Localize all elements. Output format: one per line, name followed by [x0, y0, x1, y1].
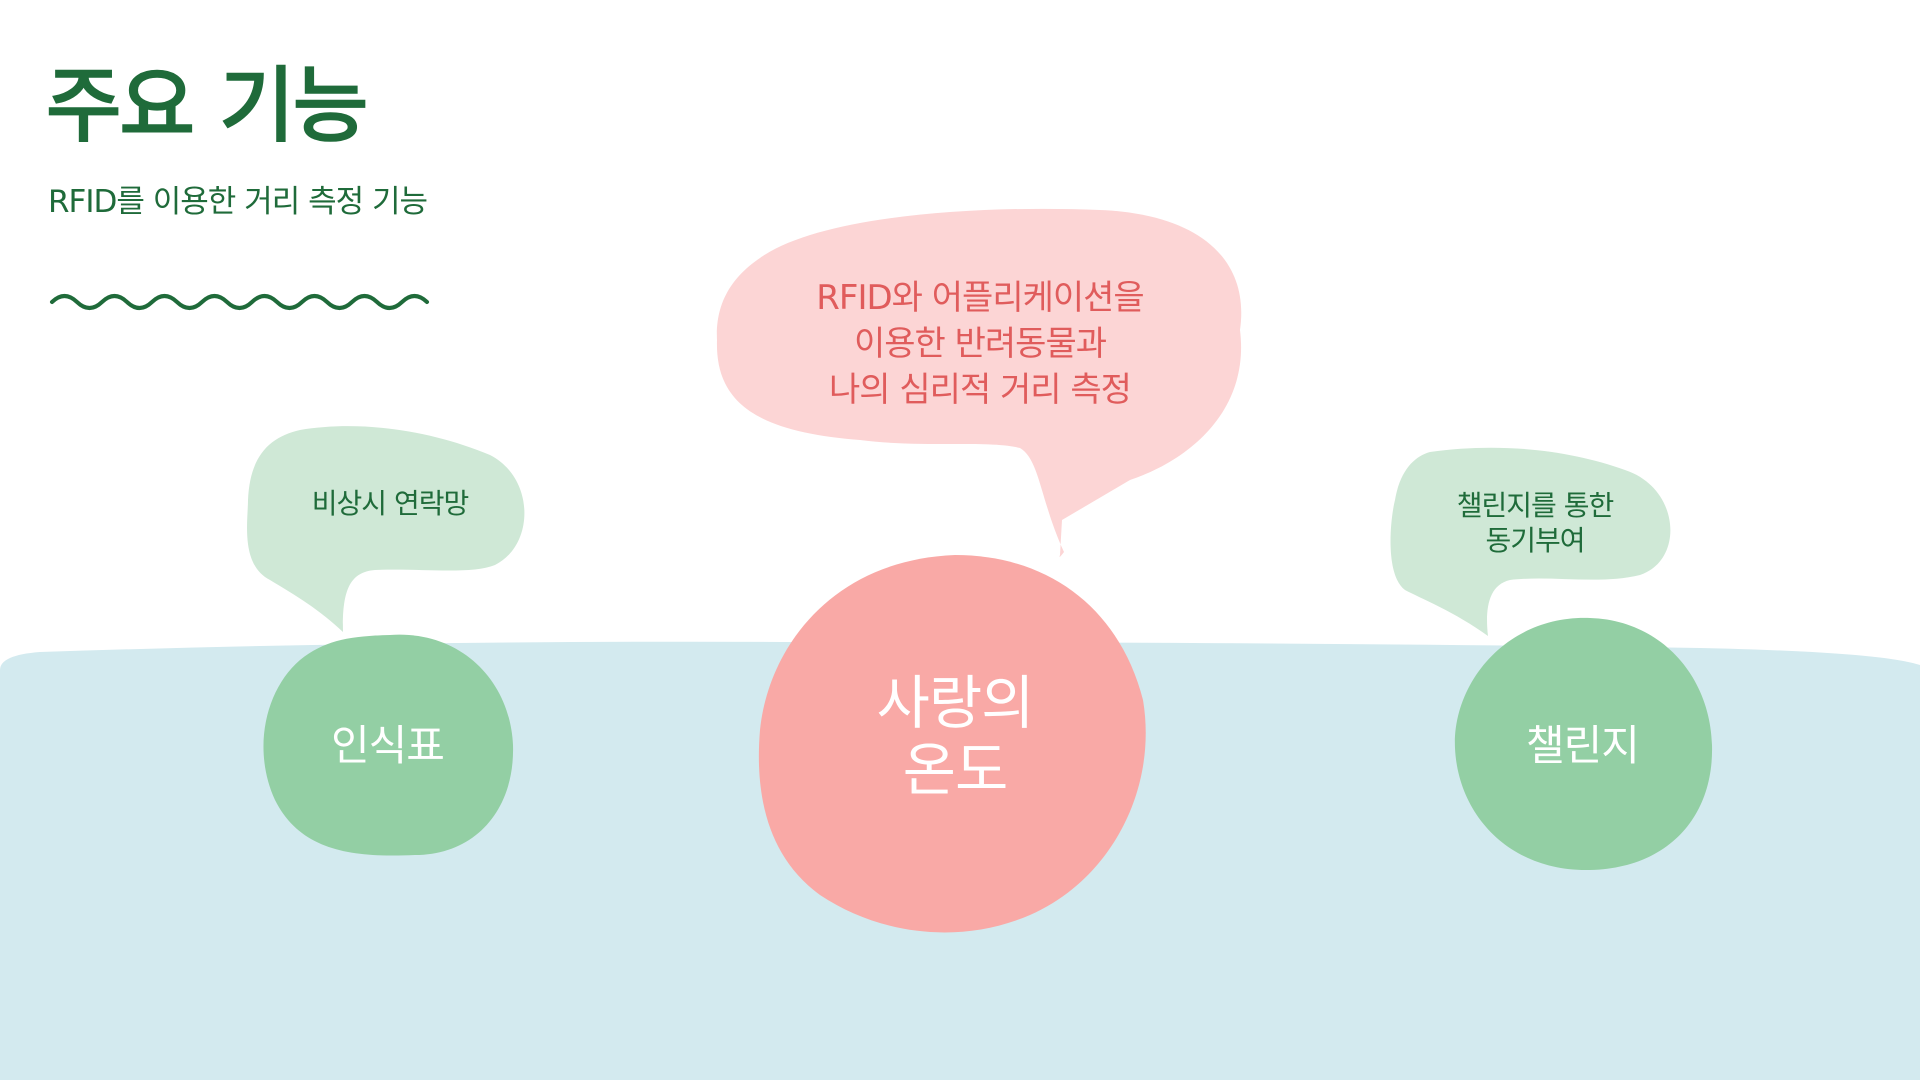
- main-bubble-text: RFID와 어플리케이션을 이용한 반려동물과 나의 심리적 거리 측정: [740, 276, 1220, 414]
- right-circle-label: 챌린지: [1455, 712, 1710, 773]
- center-circle-line: 사랑의: [876, 669, 1034, 737]
- main-bubble-line: 나의 심리적 거리 측정: [829, 369, 1132, 410]
- left-bubble-line: 비상시 연락망: [311, 487, 469, 520]
- page-title: 주요 기능: [46, 59, 368, 154]
- right-speech-bubble: [1390, 447, 1671, 636]
- center-circle: [758, 555, 1146, 933]
- right-circle: [1454, 617, 1713, 871]
- main-speech-bubble: [716, 208, 1242, 557]
- left-circle-line: 인식표: [331, 721, 445, 770]
- left-circle: [263, 634, 514, 856]
- right-bubble-text: 챌린지를 통한 동기부여: [1405, 488, 1665, 558]
- right-bubble-line: 동기부여: [1485, 524, 1585, 557]
- center-circle-line: 온도: [902, 735, 1009, 804]
- main-bubble-line: 이용한 반려동물과: [853, 323, 1107, 364]
- left-bubble-text: 비상시 연락망: [250, 486, 530, 521]
- right-bubble-line: 챌린지를 통한: [1456, 489, 1614, 522]
- right-circle-line: 챌린지: [1526, 721, 1640, 770]
- center-circle-label: 사랑의 온도: [810, 670, 1100, 803]
- wavy-divider: [50, 294, 429, 310]
- left-speech-bubble: [247, 426, 525, 632]
- page-subtitle: RFID를 이용한 거리 측정 기능: [48, 184, 428, 220]
- left-circle-label: 인식표: [265, 712, 510, 773]
- main-bubble-line: RFID와 어플리케이션을: [816, 278, 1144, 318]
